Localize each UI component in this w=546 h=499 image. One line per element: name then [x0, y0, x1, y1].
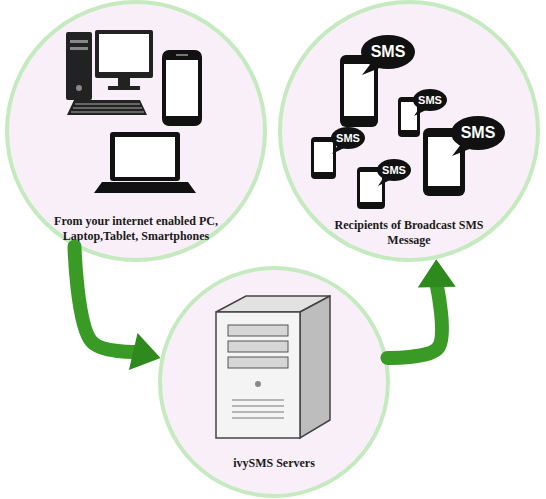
- node-label: From your internet enabled PC, Laptop,Ta…: [39, 214, 233, 244]
- laptop-icon: [94, 132, 196, 193]
- smartphone-icon-part: [162, 50, 202, 126]
- desktop-icon-part: [108, 86, 140, 90]
- laptop-icon-part: [94, 182, 196, 193]
- sms-bubble-part: [331, 127, 365, 149]
- desktop-icon-part: [76, 85, 82, 91]
- sms-bubble-part: [361, 35, 415, 69]
- sms-bubble-part: [413, 89, 447, 111]
- sms-bubble-part: [414, 107, 426, 116]
- flow-arrow: [74, 247, 160, 370]
- sms-bubble: [331, 35, 505, 186]
- server-icon-part: [216, 312, 300, 438]
- desktop-icon-part: [67, 100, 147, 115]
- phone-icon: [311, 55, 465, 209]
- laptop-icon-part: [115, 137, 175, 177]
- smartphone-icon-part: [166, 60, 198, 116]
- sms-bubble-part: [451, 116, 505, 150]
- phone-icon-part: [314, 142, 333, 172]
- sms-text: SMS: [418, 94, 442, 106]
- desktop-icon-part: [95, 30, 153, 78]
- flow-arrow: [387, 259, 455, 358]
- server-icon-part: [232, 406, 284, 407]
- server-icon-part: [228, 341, 288, 352]
- node-label: Recipients of Broadcast SMS Message: [328, 218, 490, 248]
- smartphone-icon-part: [176, 54, 188, 56]
- phone-icon-part: [428, 137, 460, 186]
- server-icon-part: [228, 325, 288, 336]
- desktop-icon-part: [71, 112, 144, 113]
- sms-bubble-part: [452, 143, 472, 156]
- server-icon-part: [228, 357, 288, 368]
- phone-icon-part: [344, 64, 374, 116]
- desktop-icon-part: [75, 104, 140, 105]
- arrow-shaft: [74, 247, 135, 352]
- sms-text: SMS: [336, 132, 360, 144]
- phone-icon-part: [401, 102, 417, 130]
- arrow-head: [418, 259, 456, 287]
- phone-icon-part: [357, 167, 385, 209]
- smartphone-icon: [162, 50, 202, 126]
- sms-bubble-part: [378, 177, 390, 186]
- circle-node: From your internet enabled PC, Laptop,Ta…: [5, 0, 267, 262]
- phone-icon-part: [311, 137, 336, 179]
- desktop-icon: [66, 30, 153, 115]
- phone-icon-part: [360, 172, 382, 202]
- laptop-icon-part: [110, 132, 180, 181]
- sms-text: SMS: [371, 43, 406, 61]
- connectors-layer: [74, 247, 455, 370]
- phone-icon-part: [340, 55, 378, 127]
- server-icon: [216, 296, 330, 438]
- sms-text: SMS: [461, 124, 496, 142]
- arrow-shaft: [387, 285, 441, 358]
- server-icon-part: [232, 412, 284, 413]
- sms-bubble-part: [362, 62, 382, 75]
- node-label: ivySMS Servers: [198, 456, 350, 471]
- desktop-icon-part: [70, 47, 88, 50]
- sms-bubble-part: [377, 159, 411, 181]
- server-icon-part: [232, 418, 284, 419]
- phone-icon-part: [398, 97, 420, 137]
- server-icon-part: [255, 381, 261, 387]
- desktop-icon-part: [66, 32, 92, 100]
- arrow-head: [129, 333, 161, 370]
- circle-node: Recipients of Broadcast SMS Message: [278, 0, 540, 262]
- desktop-icon-part: [73, 108, 142, 109]
- phone-icon-part: [423, 128, 465, 196]
- circle-node: ivySMS Servers: [158, 266, 390, 498]
- sms-text: SMS: [382, 164, 406, 176]
- server-icon-part: [216, 296, 330, 312]
- desktop-icon-part: [118, 78, 130, 86]
- sms-bubble-part: [332, 145, 344, 154]
- server-icon-part: [232, 400, 284, 401]
- desktop-icon-part: [99, 34, 149, 72]
- desktop-icon-part: [70, 40, 88, 43]
- server-icon-part: [300, 296, 330, 438]
